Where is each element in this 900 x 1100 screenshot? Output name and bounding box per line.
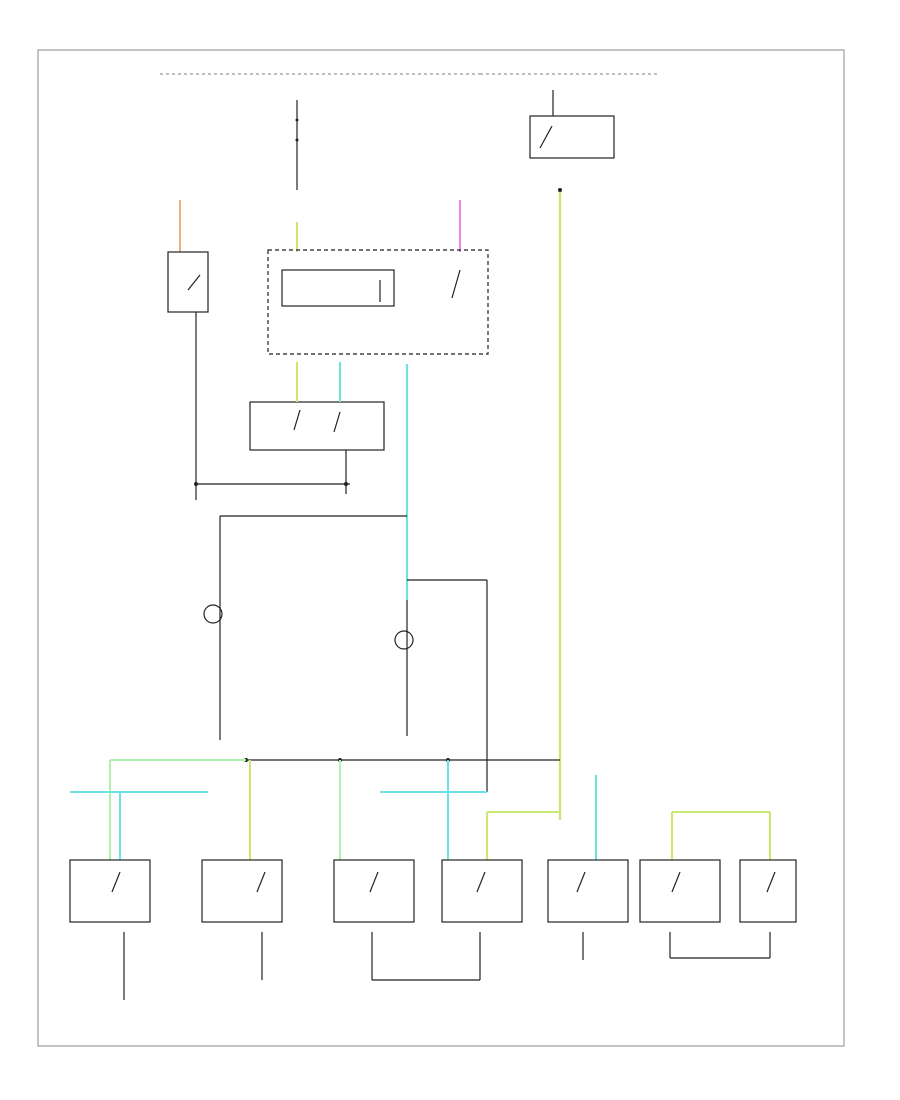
diagram-frame [37,49,845,1047]
door-switch-5 [547,859,629,923]
headlamp-contact [451,269,461,299]
door-switch-contact-1 [293,409,301,431]
fuse-terminal-bottom [295,138,299,142]
switch-box-left [167,251,209,313]
door-switch-1 [69,859,151,923]
door-switch-6-contact [671,871,681,893]
door-switch-4-contact [476,871,486,893]
relay-contact [539,125,553,149]
door-switch-7 [739,859,797,923]
fuse-terminal-top [295,118,299,122]
door-switch-3-contact [369,871,379,893]
splice-ground-2 [344,482,348,486]
courtesy-lamp-center [394,630,414,650]
door-switch-2-contact [256,871,266,893]
door-switch-5-contact [576,871,586,893]
door-switch-block [249,401,385,451]
door-switch-1-contact [111,871,121,893]
door-switch-2 [201,859,283,923]
door-switch-contact-2 [333,411,341,433]
door-switch-4 [441,859,523,923]
dimmer-switch-inner [281,269,395,307]
splice-ground-1 [194,482,198,486]
door-switch-6 [639,859,721,923]
switch-left-contact [187,274,201,291]
splice-top-right [558,188,562,192]
battery-saver-relay-box [529,115,615,159]
headlamp-switch-box [267,249,489,355]
door-switch-7-contact [766,871,776,893]
door-switch-3 [333,859,415,923]
courtesy-lamp-left [203,604,223,624]
